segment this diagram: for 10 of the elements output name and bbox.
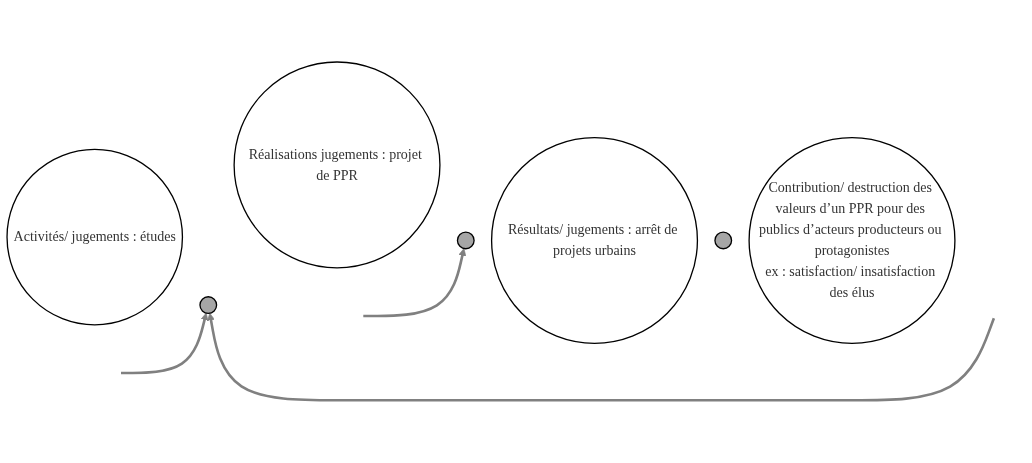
node-circle: Contribution/ destruction des valeurs d’un PPR pour des publics d’acteurs producteurs ou protagonistes ex : satisfaction/ insatisfaction des élus [748, 137, 956, 345]
node-lens [456, 231, 475, 250]
node-circle: Activités/ jugements : études [6, 149, 184, 326]
node-lens [199, 296, 218, 315]
node-circle: Réalisations jugements : projet de PPR [233, 61, 441, 269]
node-circle: Résultats/ jugements : arrêt de projets urbains [490, 137, 699, 345]
arrow [121, 313, 209, 375]
node-lens [714, 231, 733, 250]
arrow [363, 248, 467, 318]
arrow [207, 313, 996, 402]
